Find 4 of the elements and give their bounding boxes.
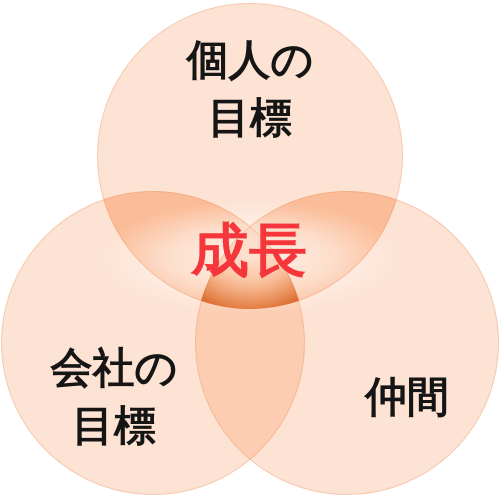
venn-label: 個人の目標 bbox=[184, 34, 314, 144]
venn-label: 会社の目標 bbox=[49, 342, 178, 452]
venn-label: 仲間 bbox=[363, 371, 450, 423]
overlap-label: 成長 bbox=[191, 221, 307, 279]
